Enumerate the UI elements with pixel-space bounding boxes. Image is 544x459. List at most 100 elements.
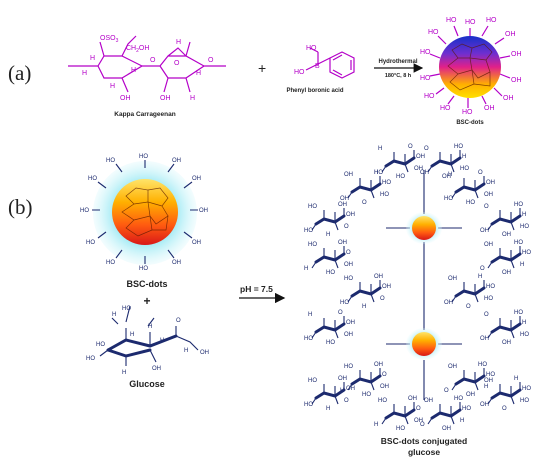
svg-text:HO: HO (428, 29, 439, 36)
panel-b-plus: + (143, 294, 150, 308)
hydrothermal-label: Hydrothermal (378, 59, 417, 65)
phenyl-boronic-acid-structure: HO HO B (294, 45, 355, 79)
product-name-line1: BSC-dots conjugated (381, 436, 467, 446)
svg-text:HO: HO (86, 240, 95, 246)
svg-text:HO: HO (340, 300, 349, 306)
svg-text:H: H (514, 376, 518, 382)
svg-text:HO: HO (444, 196, 453, 202)
svg-text:O: O (466, 304, 471, 310)
svg-text:H: H (308, 312, 312, 318)
svg-text:H: H (462, 154, 466, 160)
svg-text:HO: HO (514, 310, 523, 316)
svg-text:HO: HO (344, 364, 353, 370)
svg-text:O: O (380, 296, 385, 302)
svg-text:HO: HO (308, 204, 317, 210)
svg-text:HO: HO (462, 406, 471, 412)
conjugate-dot-upper (406, 212, 442, 244)
svg-text:HO: HO (446, 17, 457, 24)
svg-text:HO: HO (88, 176, 97, 182)
svg-text:HO: HO (454, 144, 463, 150)
svg-text:H: H (448, 172, 452, 178)
svg-text:OH: OH (344, 172, 353, 178)
svg-text:OH: OH (502, 270, 511, 276)
svg-text:OH: OH (380, 384, 389, 390)
svg-text:HO: HO (462, 109, 473, 116)
svg-text:OH: OH (502, 232, 511, 238)
svg-text:O: O (338, 310, 343, 316)
svg-text:H: H (326, 232, 330, 238)
svg-text:OH: OH (414, 166, 423, 172)
svg-text:O: O (416, 406, 421, 412)
svg-text:H: H (112, 312, 116, 318)
ph-label: pH = 7.5 (240, 284, 273, 294)
svg-text:OH: OH (374, 362, 383, 368)
svg-text:H: H (190, 95, 195, 102)
svg-text:O: O (484, 204, 489, 210)
kappa-carrageenan-structure: OSO3 CH2OH H H H OH H O OH O H H O H (68, 35, 226, 102)
bsc-dot-sphere-b (112, 179, 178, 245)
svg-text:OH: OH (338, 240, 347, 246)
svg-text:OH: OH (505, 31, 516, 38)
svg-text:HO: HO (344, 276, 353, 282)
svg-text:H: H (378, 146, 382, 152)
svg-text:HO: HO (396, 426, 405, 432)
svg-text:OH: OH (424, 398, 433, 404)
svg-text:OH: OH (346, 320, 355, 326)
svg-text:HO: HO (306, 45, 317, 52)
svg-text:HO: HO (378, 398, 387, 404)
svg-text:OH: OH (172, 260, 181, 266)
svg-text:OH: OH (480, 228, 489, 234)
svg-text:H: H (82, 70, 87, 77)
svg-text:O: O (176, 318, 181, 324)
sphere-facets-b (121, 187, 169, 237)
boronic-groups (429, 25, 511, 108)
svg-text:O: O (478, 170, 483, 176)
svg-text:HO: HO (466, 200, 475, 206)
svg-text:H: H (326, 406, 330, 412)
svg-text:OH: OH (484, 242, 493, 248)
panel-a-plus: + (258, 60, 266, 76)
svg-text:H: H (304, 266, 308, 272)
svg-text:HO: HO (465, 19, 476, 26)
svg-text:HO: HO (106, 260, 115, 266)
svg-text:OH: OH (340, 196, 349, 202)
svg-text:HO: HO (382, 180, 391, 186)
glucose-name: Glucose (129, 379, 165, 389)
svg-text:HO: HO (486, 372, 495, 378)
svg-text:H: H (522, 212, 526, 218)
svg-text:OH: OH (160, 95, 171, 102)
kappa-carrageenan-name: Kappa Carrageenan (114, 111, 175, 118)
svg-text:OH: OH (511, 51, 522, 58)
sphere-facets-a (447, 43, 493, 91)
svg-text:O: O (408, 144, 413, 150)
svg-text:HO: HO (420, 75, 431, 82)
svg-text:OH: OH (448, 276, 457, 282)
svg-text:HO: HO (308, 378, 317, 384)
svg-text:OH: OH (200, 350, 209, 356)
svg-text:OH: OH (484, 378, 493, 384)
svg-text:HO: HO (484, 296, 493, 302)
svg-text:HO: HO (80, 208, 89, 214)
svg-text:OH: OH (484, 105, 495, 112)
svg-text:H: H (362, 304, 366, 310)
svg-text:OH: OH (192, 240, 201, 246)
hydrothermal-condition: 180°C, 8 h (385, 73, 412, 79)
product-name-line2: glucose (408, 447, 440, 457)
svg-text:O: O (208, 57, 214, 64)
svg-text:OH: OH (444, 300, 453, 306)
svg-text:OH: OH (486, 180, 495, 186)
